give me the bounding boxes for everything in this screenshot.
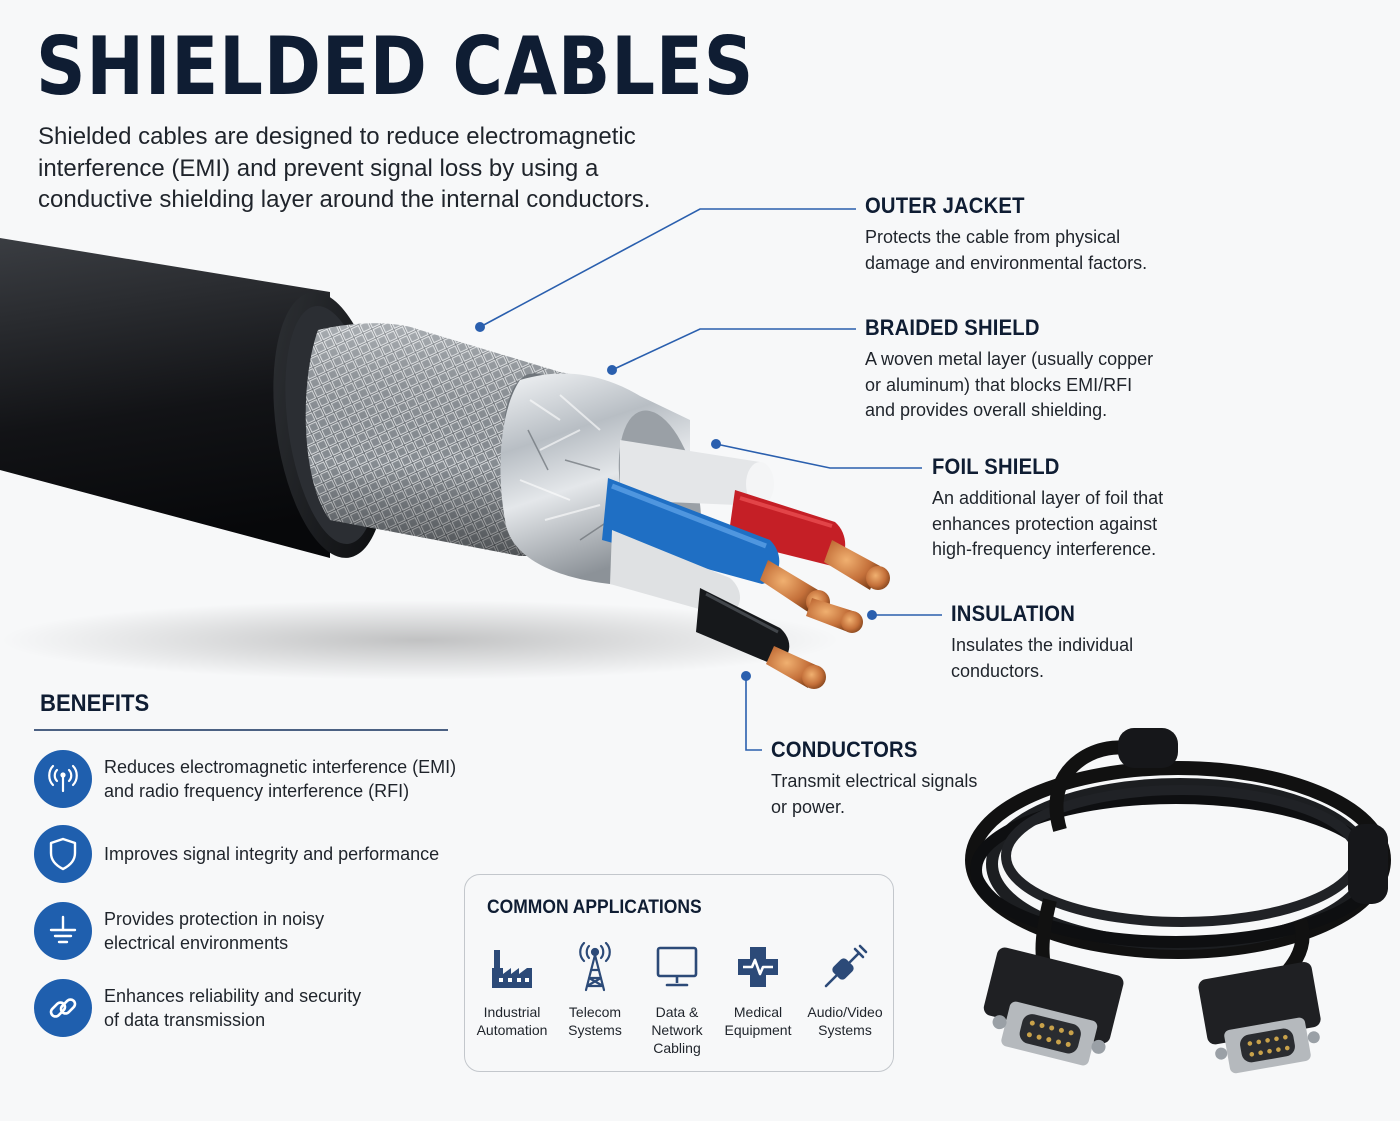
intro-text: Shielded cables are designed to reduce e… (38, 123, 651, 213)
application-label: Data & Network Cabling (651, 1004, 703, 1056)
benefit-text: Reduces electromagnetic interference (EM… (104, 757, 457, 801)
benefit-item: Improves signal integrity and performanc… (34, 825, 464, 883)
callout-text: Protects the cable from physical damage … (865, 227, 1148, 273)
medical-cross-icon (713, 941, 803, 993)
application-item: Telecom Systems (550, 941, 640, 1039)
application-item: Industrial Automation (467, 941, 557, 1039)
leader-lines (479, 208, 942, 751)
factory-icon (467, 941, 557, 993)
callout-title: INSULATION (951, 601, 1076, 626)
application-item: Medical Equipment (713, 941, 803, 1039)
benefit-text: Enhances reliability and security of dat… (104, 986, 362, 1030)
application-label: Telecom Systems (568, 1004, 622, 1038)
coiled-vga-cable (965, 728, 1391, 1074)
conductors-marker (741, 671, 751, 681)
foil-shield-marker (711, 439, 721, 449)
common-applications-panel: COMMON APPLICATIONS Industrial Automatio… (464, 874, 894, 1072)
ground-icon (34, 902, 92, 960)
antenna-tower-icon (550, 941, 640, 993)
wire-white-top (620, 440, 772, 506)
callout-title: OUTER JACKET (865, 193, 1025, 218)
application-label: Industrial Automation (476, 1004, 548, 1038)
wire-black (696, 588, 790, 664)
callout-text: Insulates the individual conductors. (951, 635, 1134, 681)
callout-title: CONDUCTORS (771, 737, 918, 762)
copper-conductors (760, 540, 890, 689)
callout-foil-shield: FOIL SHIELD An additional layer of foil … (932, 454, 1163, 563)
application-item: Data & Network Cabling (632, 941, 722, 1057)
benefit-item: Reduces electromagnetic interference (EM… (34, 750, 464, 808)
benefit-item: Enhances reliability and security of dat… (34, 979, 464, 1037)
outer-jacket-marker (475, 322, 485, 332)
benefit-text: Provides protection in noisy electrical … (104, 909, 325, 953)
applications-title: COMMON APPLICATIONS (487, 897, 702, 918)
shield-icon (34, 825, 92, 883)
av-plug-icon (800, 941, 890, 993)
callout-title: FOIL SHIELD (932, 454, 1060, 479)
benefit-text: Improves signal integrity and performanc… (104, 844, 440, 864)
callout-text: An additional layer of foil that enhance… (932, 488, 1164, 559)
application-item: Audio/Video Systems (800, 941, 890, 1039)
callout-text: A woven metal layer (usually copper or a… (865, 349, 1154, 420)
signal-icon (34, 750, 92, 808)
application-label: Audio/Video Systems (807, 1004, 883, 1038)
cable-shadow (0, 600, 840, 680)
link-icon (34, 979, 92, 1037)
braided-shield-marker (607, 365, 617, 375)
page-title: SHIELDED CABLES (36, 20, 755, 113)
benefits-heading: BENEFITS (40, 690, 150, 717)
benefits-divider (34, 729, 448, 731)
callout-text: Transmit electrical signals or power. (771, 771, 978, 817)
wire-blue (602, 478, 780, 584)
monitor-icon (632, 941, 722, 993)
benefit-item: Provides protection in noisy electrical … (34, 902, 464, 960)
insulation-marker (867, 610, 877, 620)
outer-jacket (0, 238, 330, 558)
callout-braided-shield: BRAIDED SHIELD A woven metal layer (usua… (865, 315, 1153, 424)
callout-title: BRAIDED SHIELD (865, 315, 1040, 340)
callout-conductors: CONDUCTORS Transmit electrical signals o… (771, 737, 977, 820)
callout-outer-jacket: OUTER JACKET Protects the cable from phy… (865, 193, 1147, 276)
callout-insulation: INSULATION Insulates the individual cond… (951, 601, 1133, 684)
application-label: Medical Equipment (724, 1004, 792, 1038)
